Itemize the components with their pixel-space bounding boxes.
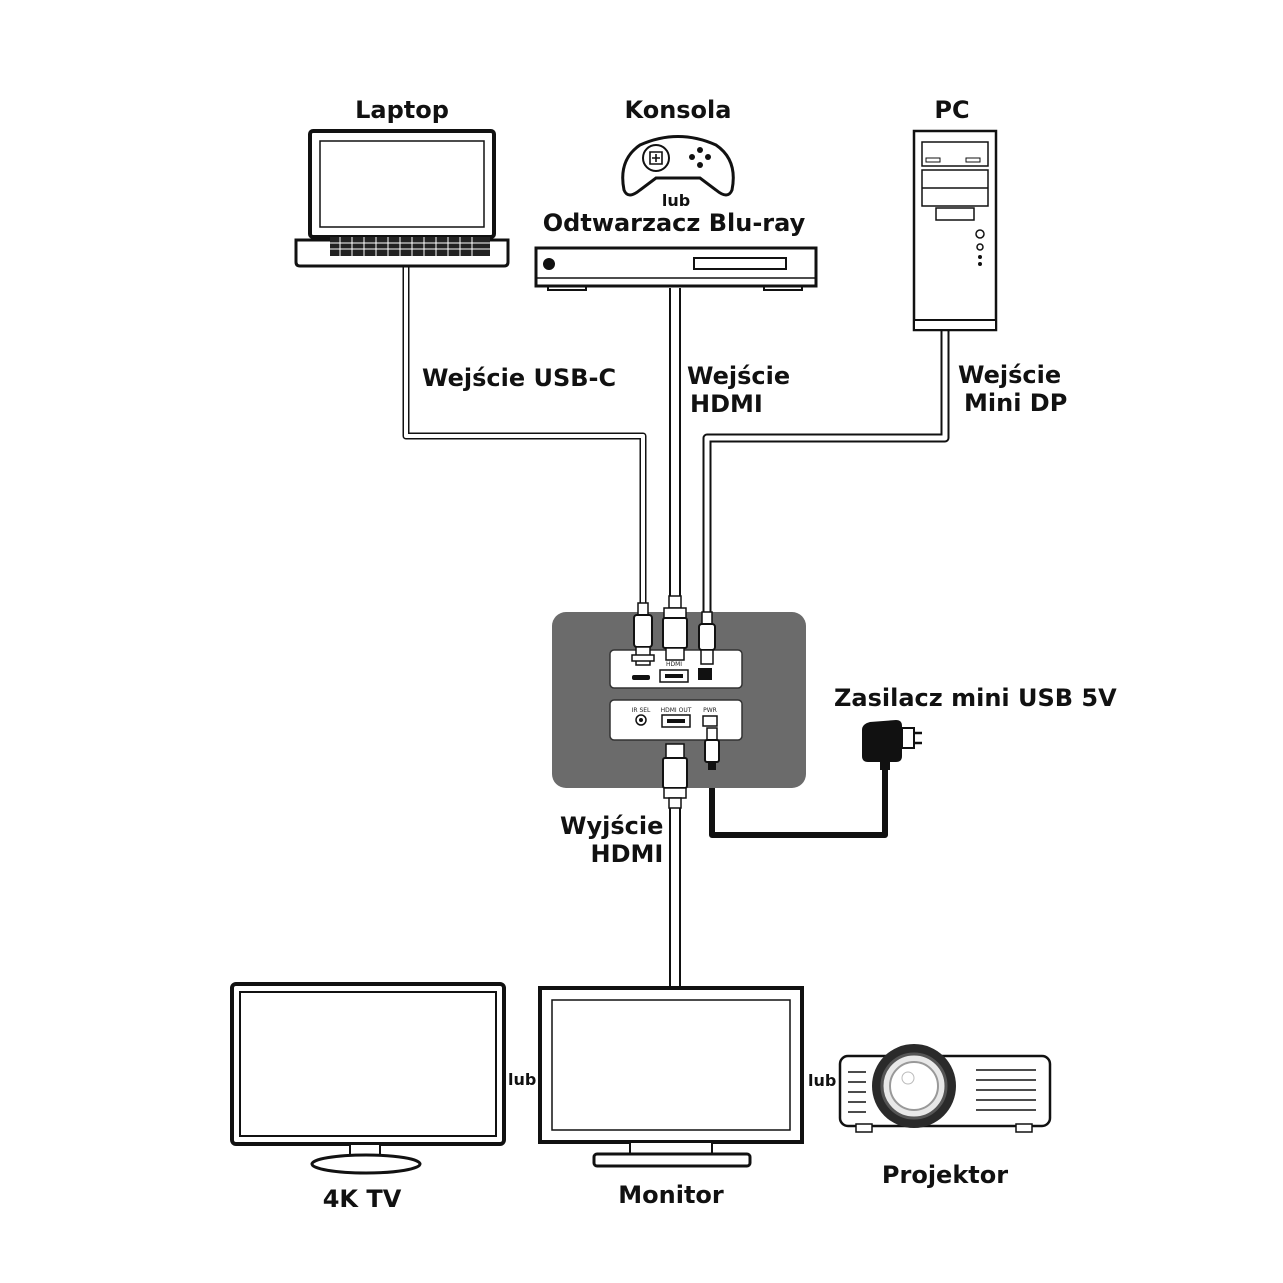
or-label-source: lub bbox=[661, 191, 691, 210]
console-label: Konsola bbox=[624, 96, 732, 124]
hdmi-input-plug bbox=[662, 595, 688, 661]
minidp-input-label-line2: Mini DP bbox=[964, 389, 1068, 417]
port-label-pwr: PWR bbox=[703, 707, 717, 714]
hdmi-input-label-line2: HDMI bbox=[690, 390, 763, 418]
pc-label: PC bbox=[934, 96, 970, 124]
or-label-tv-monitor: lub bbox=[508, 1070, 537, 1089]
power-cable bbox=[709, 768, 888, 838]
power-plug bbox=[704, 727, 720, 770]
minidp-plug bbox=[698, 611, 716, 665]
monitor-icon bbox=[538, 986, 804, 1168]
hdmi-output-label-line1: Wyjście bbox=[560, 812, 664, 840]
tv-icon bbox=[230, 982, 506, 1175]
bluray-label: Odtwarzacz Blu-ray bbox=[542, 209, 806, 237]
hdmi-output-label-line2: HDMI bbox=[590, 840, 664, 868]
laptop-icon bbox=[294, 129, 510, 268]
port-label-ir-sel: IR SEL bbox=[632, 707, 651, 714]
tv-label: 4K TV bbox=[322, 1185, 402, 1213]
minidp-input-label: Wejście Mini DP bbox=[958, 361, 1067, 417]
or-label-monitor-projector: lub bbox=[808, 1071, 837, 1090]
gamepad-icon bbox=[621, 135, 735, 197]
pc-tower-icon bbox=[912, 129, 998, 332]
minidp-input-label-line1: Wejście bbox=[958, 361, 1062, 389]
usbc-input-label: Wejście USB-C bbox=[422, 364, 617, 392]
usbc-plug bbox=[631, 602, 655, 666]
bluray-player-icon bbox=[534, 246, 818, 291]
power-adapter-icon bbox=[862, 720, 922, 770]
hdmi-output-plug bbox=[662, 743, 688, 809]
cables bbox=[402, 266, 950, 990]
hdmi-input-label-line1: Wejście bbox=[687, 362, 791, 390]
monitor-label: Monitor bbox=[618, 1181, 724, 1209]
av-switch-icon: HDMI IR SEL HDMI OUT PWR bbox=[552, 595, 806, 809]
power-adapter-label: Zasilacz mini USB 5V bbox=[834, 684, 1117, 712]
port-label-hdmi-out: HDMI OUT bbox=[661, 707, 692, 714]
hdmi-input-label: Wejście HDMI bbox=[687, 362, 790, 418]
projector-icon bbox=[838, 1044, 1052, 1133]
port-label-hdmi-in: HDMI bbox=[666, 661, 682, 668]
hdmi-output-label: Wyjście HDMI bbox=[560, 812, 663, 868]
laptop-label: Laptop bbox=[355, 96, 449, 124]
projector-label: Projektor bbox=[881, 1161, 1009, 1189]
